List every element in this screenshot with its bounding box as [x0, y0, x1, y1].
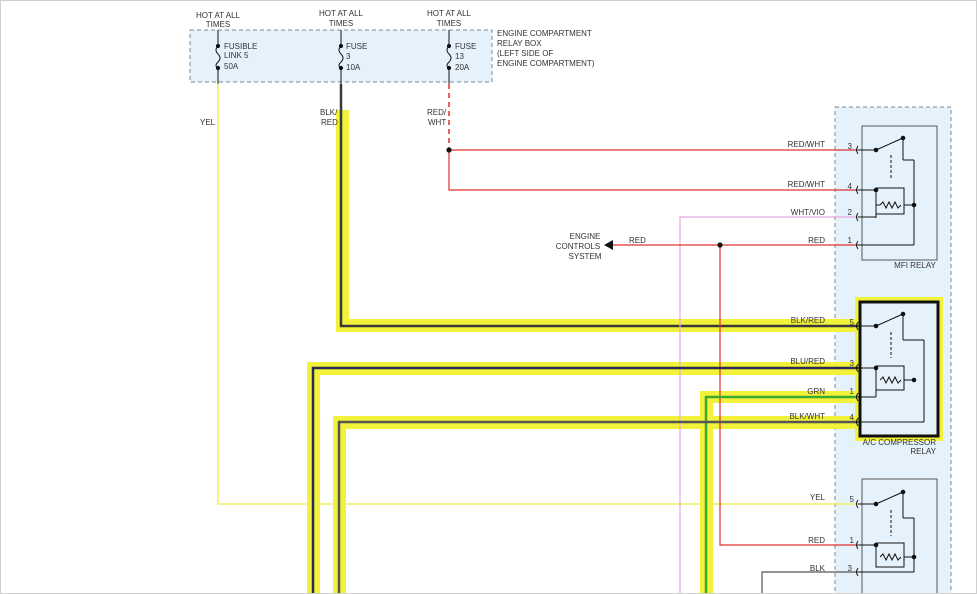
wire-label-blk-red-1: BLK/ [320, 108, 338, 117]
third-pin-1: 5 [850, 495, 855, 504]
fuse-3-line2: 13 [455, 52, 464, 61]
splice-dot [717, 242, 723, 248]
connector-marks [856, 145, 859, 577]
mfi-relay: MFI RELAY [858, 125, 938, 270]
ac-pin-3: 1 [850, 387, 855, 396]
mfi-pin-1: 3 [848, 142, 853, 151]
relay-box-label-2: RELAY BOX [497, 39, 542, 48]
red-branch-label: RED [629, 236, 646, 245]
mfi-wire-2: RED/WHT [788, 180, 825, 189]
engine-controls-1: ENGINE [570, 232, 601, 241]
engine-controls-3: SYSTEM [569, 252, 602, 261]
ac-wire-3: GRN [807, 387, 825, 396]
hot-label-2a: HOT AT ALL [319, 9, 364, 18]
hot-label-2b: TIMES [329, 19, 353, 28]
third-wire-2: RED [808, 536, 825, 545]
ac-wire-1: BLK/RED [791, 316, 825, 325]
wire-label-red-wht-2: WHT [428, 118, 446, 127]
ac-compressor-relay: A/C COMPRESSOR RELAY [858, 300, 940, 456]
fuse-1-line1: FUSIBLE [224, 42, 257, 51]
hot-label-3b: TIMES [437, 19, 461, 28]
ac-relay-name-1: A/C COMPRESSOR [863, 438, 937, 447]
mfi-wire-1: RED/WHT [788, 140, 825, 149]
ac-wire-2: BLU/RED [790, 357, 825, 366]
fuse-3-line1: FUSE [455, 42, 476, 51]
mfi-wire-4: RED [808, 236, 825, 245]
third-pin-2: 1 [850, 536, 855, 545]
fuse-2-line1: FUSE [346, 42, 367, 51]
fuse-3-line3: 20A [455, 63, 470, 72]
wire-blk [761, 571, 858, 594]
wire-yel [217, 84, 858, 505]
relay-box-label-3: (LEFT SIDE OF [497, 49, 553, 58]
mfi-relay-name: MFI RELAY [894, 261, 936, 270]
mfi-pin-3: 2 [848, 208, 853, 217]
ac-wire-4: BLK/WHT [789, 412, 825, 421]
ac-pin-1: 5 [850, 318, 855, 327]
fuse-symbols [215, 30, 452, 84]
wire-red-wht-pin4 [448, 150, 858, 191]
wire-red-branch [719, 245, 858, 546]
fuse-2-line2: 3 [346, 52, 351, 61]
relay-box-label-1: ENGINE COMPARTMENT [497, 29, 592, 38]
wire-blk-red [339, 84, 858, 328]
wire-grn [704, 395, 858, 594]
arrow-left-icon [604, 240, 613, 250]
splice-dot [446, 147, 452, 153]
third-pin-3: 3 [848, 564, 853, 573]
ac-relay-name-2: RELAY [910, 447, 936, 456]
wire-label-blk-red-2: RED [321, 118, 338, 127]
ac-pin-4: 4 [850, 413, 855, 422]
mfi-wire-3: WHT/VIO [791, 208, 825, 217]
hot-label-1b: TIMES [206, 20, 230, 29]
fuse-1-line2: LINK 5 [224, 51, 249, 60]
relay-box-label-4: ENGINE COMPARTMENT) [497, 59, 595, 68]
hot-label-1a: HOT AT ALL [196, 11, 241, 20]
third-wire-1: YEL [810, 493, 826, 502]
engine-controls-2: CONTROLS [556, 242, 600, 251]
wire-label-red-wht-1: RED/ [427, 108, 447, 117]
third-relay [858, 478, 938, 594]
hot-label-3a: HOT AT ALL [427, 9, 472, 18]
mfi-pin-2: 4 [848, 182, 853, 191]
ac-pin-2: 3 [850, 359, 855, 368]
fuse-1-line3: 50A [224, 62, 239, 71]
wire-wht-vio [679, 216, 858, 594]
mfi-pin-4: 1 [848, 236, 853, 245]
wire-blk-wht [337, 420, 858, 594]
third-wire-3: BLK [810, 564, 826, 573]
wire-label-yel: YEL [200, 118, 216, 127]
wire-blu-red [311, 366, 858, 594]
fuse-2-line3: 10A [346, 63, 361, 72]
